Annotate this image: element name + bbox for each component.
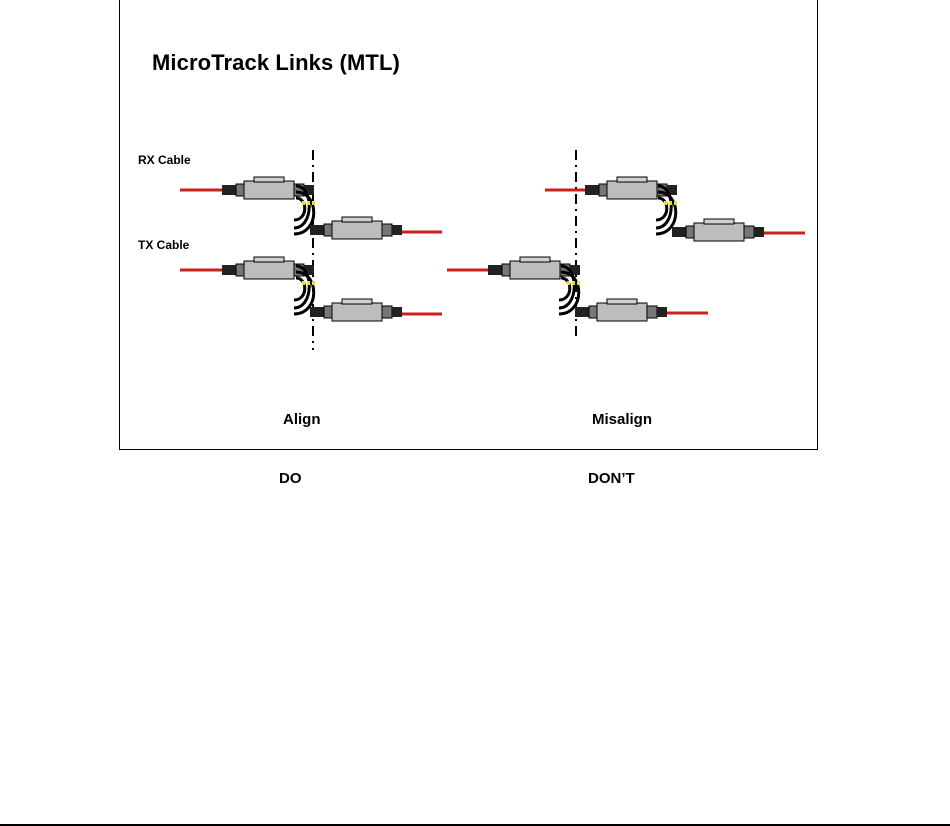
- tx-misaligned-mate: [575, 299, 667, 321]
- rx-misaligned-mate: [672, 219, 764, 241]
- rx-mate-connector: [310, 217, 402, 239]
- tx-mate-connector: [310, 299, 402, 321]
